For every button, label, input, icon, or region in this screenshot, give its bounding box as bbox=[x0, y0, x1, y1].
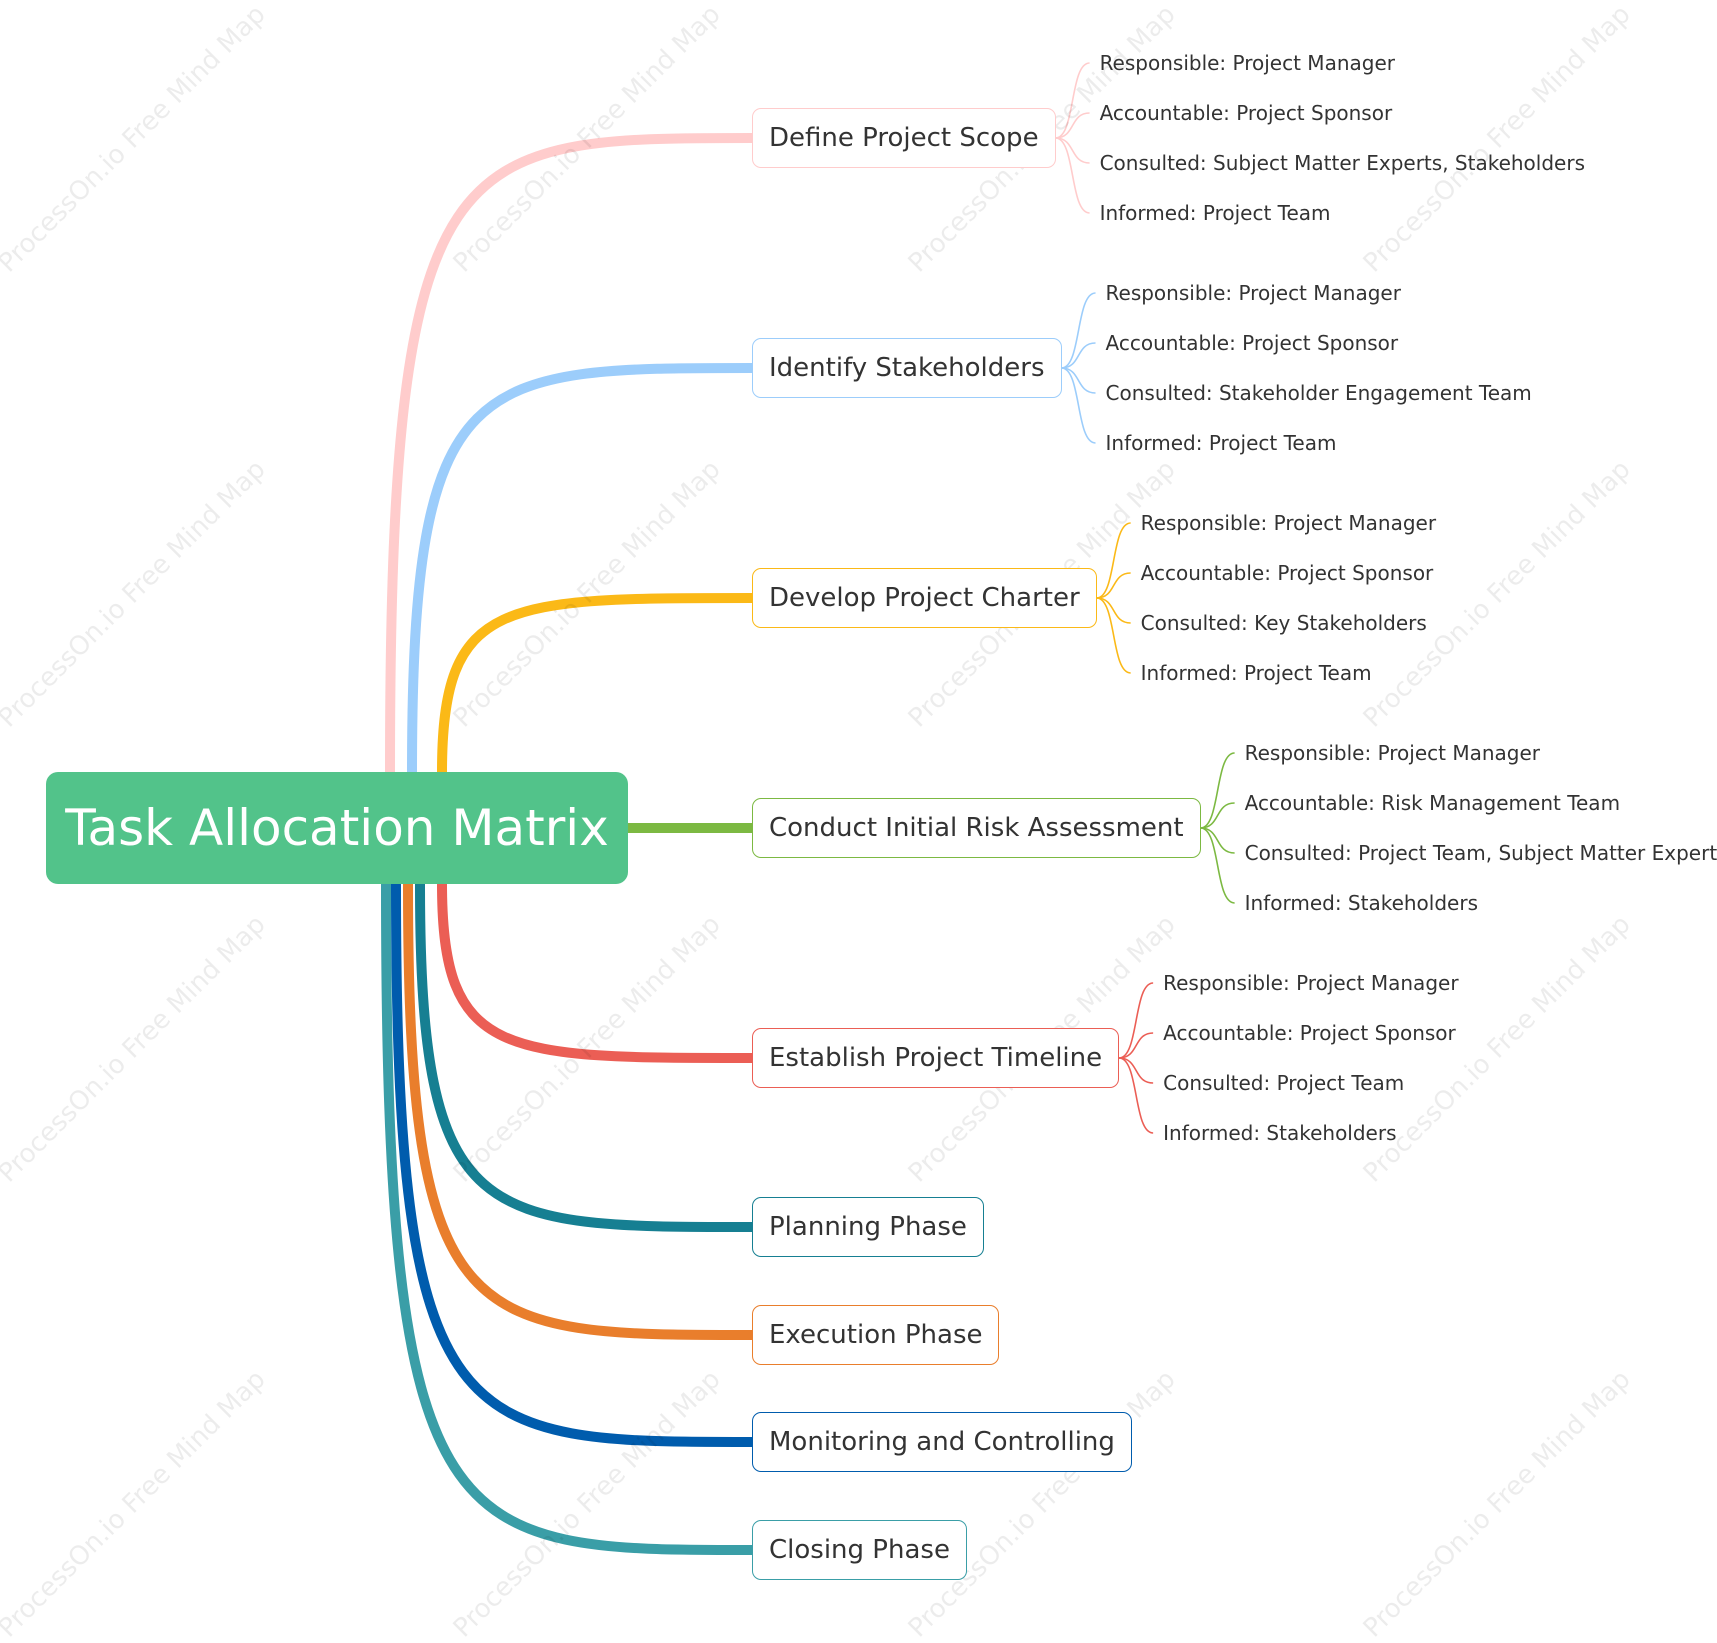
leaf-topic[interactable]: Consulted: Stakeholder Engagement Team bbox=[1105, 381, 1532, 405]
leaf-connector bbox=[1096, 522, 1131, 599]
leaf-topic[interactable]: Informed: Project Team bbox=[1140, 661, 1372, 685]
leaf-connector bbox=[1119, 1057, 1154, 1084]
leaf-connector bbox=[1055, 112, 1090, 139]
leaf-topic[interactable]: Responsible: Project Manager bbox=[1244, 741, 1541, 765]
leaf-topic[interactable]: Informed: Stakeholders bbox=[1163, 1121, 1397, 1145]
branch-topic-conduct-initial-risk-assessment[interactable]: Conduct Initial Risk Assessment bbox=[752, 798, 1201, 858]
leaf-topic[interactable]: Accountable: Project Sponsor bbox=[1105, 331, 1399, 355]
leaf-topic[interactable]: Informed: Project Team bbox=[1105, 431, 1337, 455]
leaf-connector bbox=[1200, 827, 1235, 904]
branch-connector-identify-stakeholders bbox=[407, 363, 757, 777]
branch-topic-closing-phase[interactable]: Closing Phase bbox=[752, 1520, 967, 1580]
leaf-connector bbox=[1061, 367, 1096, 394]
leaf-connector bbox=[1096, 572, 1131, 599]
branch-topic-monitoring-and-controlling[interactable]: Monitoring and Controlling bbox=[752, 1412, 1132, 1472]
branch-connector-develop-project-charter bbox=[437, 593, 757, 777]
leaf-connector bbox=[1096, 597, 1131, 674]
branch-connector-planning-phase bbox=[415, 879, 757, 1232]
leaf-connector bbox=[1118, 982, 1154, 1059]
root-topic[interactable]: Task Allocation Matrix bbox=[46, 772, 628, 884]
leaf-topic[interactable]: Responsible: Project Manager bbox=[1140, 511, 1437, 535]
leaf-connector bbox=[1055, 137, 1090, 164]
leaf-topic[interactable]: Informed: Project Team bbox=[1099, 201, 1331, 225]
branch-topic-identify-stakeholders[interactable]: Identify Stakeholders bbox=[752, 338, 1062, 398]
branch-connector-define-project-scope bbox=[385, 133, 757, 777]
leaf-connector bbox=[1200, 827, 1235, 854]
leaf-topic[interactable]: Informed: Stakeholders bbox=[1244, 891, 1478, 915]
leaf-connector bbox=[1119, 1032, 1154, 1059]
branch-connector-establish-project-timeline bbox=[437, 879, 757, 1063]
leaf-topic[interactable]: Consulted: Project Team, Subject Matter … bbox=[1244, 841, 1717, 865]
leaf-topic[interactable]: Responsible: Project Manager bbox=[1163, 971, 1459, 995]
branch-topic-planning-phase[interactable]: Planning Phase bbox=[752, 1197, 984, 1257]
leaf-topic[interactable]: Responsible: Project Manager bbox=[1099, 51, 1395, 75]
leaf-connector bbox=[1061, 367, 1096, 444]
leaf-connector bbox=[1061, 292, 1096, 369]
leaf-topic[interactable]: Accountable: Project Sponsor bbox=[1140, 561, 1434, 585]
branch-topic-establish-project-timeline[interactable]: Establish Project Timeline bbox=[752, 1028, 1120, 1088]
leaf-connector bbox=[1200, 752, 1235, 829]
branch-connector-execution-phase bbox=[403, 879, 757, 1340]
leaf-connector bbox=[1055, 62, 1090, 139]
leaf-topic[interactable]: Accountable: Project Sponsor bbox=[1099, 101, 1393, 125]
leaf-topic[interactable]: Accountable: Risk Management Team bbox=[1244, 791, 1621, 815]
leaf-topic[interactable]: Consulted: Subject Matter Experts, Stake… bbox=[1099, 151, 1585, 175]
leaf-topic[interactable]: Responsible: Project Manager bbox=[1105, 281, 1401, 305]
leaf-connector bbox=[1055, 137, 1090, 214]
leaf-connector bbox=[1200, 802, 1235, 829]
leaf-connector bbox=[1118, 1057, 1154, 1134]
branch-connector-closing-phase bbox=[381, 879, 757, 1555]
branch-connector-monitoring-and-controlling bbox=[391, 879, 757, 1447]
leaf-connector bbox=[1061, 342, 1096, 369]
branch-topic-execution-phase[interactable]: Execution Phase bbox=[752, 1305, 1000, 1365]
leaf-connector bbox=[1096, 597, 1131, 624]
branch-topic-develop-project-charter[interactable]: Develop Project Charter bbox=[752, 568, 1097, 628]
branch-topic-define-project-scope[interactable]: Define Project Scope bbox=[752, 108, 1056, 168]
leaf-topic[interactable]: Consulted: Project Team bbox=[1163, 1071, 1405, 1095]
leaf-topic[interactable]: Consulted: Key Stakeholders bbox=[1140, 611, 1427, 635]
leaf-topic[interactable]: Accountable: Project Sponsor bbox=[1163, 1021, 1456, 1045]
